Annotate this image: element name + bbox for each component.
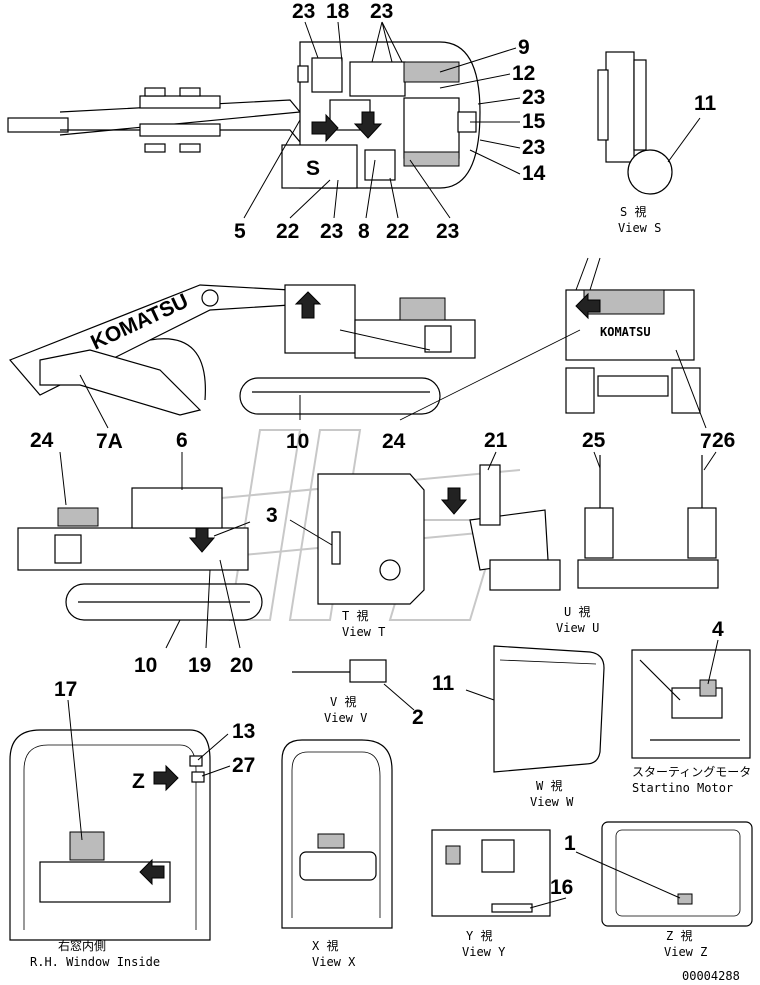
rh-window-en: R.H. Window Inside <box>30 955 160 969</box>
view-z-window: 1 Z 視 View Z <box>564 821 753 959</box>
callout-18: 18 <box>326 0 350 23</box>
rh-window-inside: Z 17 13 27 右窓内側 R.H. Window Inside <box>9 678 255 969</box>
callout-7a: 7A <box>96 430 123 453</box>
rear-view: KOMATSU 7 24 <box>382 257 712 453</box>
svg-text:S: S <box>306 157 320 180</box>
callout-14: 14 <box>522 162 546 185</box>
side-view-right: 24 6 10 19 20 <box>17 429 263 677</box>
view-z-jp: Z 視 <box>666 928 692 943</box>
callout-22: 22 <box>276 220 299 243</box>
callout-17: 17 <box>54 678 77 701</box>
top-plan-view: S <box>7 41 481 189</box>
callout-2: 2 <box>412 706 424 729</box>
arrow-right-icon <box>153 764 179 792</box>
arrow-down-icon <box>440 487 468 515</box>
callout-9: 9 <box>518 36 530 59</box>
callout-24: 24 <box>382 430 406 453</box>
callout-15: 15 <box>522 110 546 133</box>
callout-10: 10 <box>134 654 157 677</box>
view-w-jp: W 視 <box>536 778 562 793</box>
callout-27: 27 <box>232 754 255 777</box>
callout-25: 25 <box>582 429 606 452</box>
callout-26: 26 <box>712 429 735 452</box>
callout-3: 3 <box>266 504 278 527</box>
rear-brand-label: KOMATSU <box>600 325 651 339</box>
view-x-en: View X <box>312 955 356 969</box>
callout-5: 5 <box>234 220 246 243</box>
callout-11: 11 <box>694 92 717 115</box>
view-t-tank: 3 T 視 View T <box>266 473 425 639</box>
view-x-jp: X 視 <box>312 938 338 953</box>
drawing-id: 00004288 <box>682 969 740 983</box>
callout-13: 13 <box>232 720 255 743</box>
starting-motor-jp: スターティングモータ <box>632 765 751 779</box>
view-v-en: View V <box>324 711 367 725</box>
view-v-jp: V 視 <box>330 694 356 709</box>
z-view-marker: Z <box>132 770 145 793</box>
callout-7: 7 <box>700 430 712 453</box>
callout-21: 21 <box>484 429 508 452</box>
view-y-en: View Y <box>462 945 506 959</box>
callout-23: 23 <box>370 0 393 23</box>
callout-23: 23 <box>320 220 343 243</box>
arrow-right-icon <box>311 113 339 143</box>
view-t-en: View T <box>342 625 385 639</box>
view-t-jp: T 視 <box>342 608 368 623</box>
arrow-down-icon <box>353 111 383 139</box>
callout-16: 16 <box>550 876 573 899</box>
side-view-left: KOMATSU 7A 10 <box>8 284 476 453</box>
callout-20: 20 <box>230 654 253 677</box>
view-y-panel: 16 Y 視 View Y <box>431 829 573 959</box>
arrow-left-icon <box>139 858 165 886</box>
callout-19: 19 <box>188 654 211 677</box>
arrow-up-icon <box>294 291 322 319</box>
callout-1: 1 <box>564 832 576 855</box>
view-s-jp: S 視 <box>620 204 646 219</box>
callout-23: 23 <box>292 0 315 23</box>
callout-23: 23 <box>522 136 545 159</box>
view-x-door: X 視 View X <box>281 739 393 969</box>
view-u-seat: 21 25 26 U 視 View U <box>440 429 735 635</box>
view-s-valve: 11 S 視 View S <box>597 51 717 235</box>
callout-24: 24 <box>30 429 54 452</box>
view-s-en: View S <box>618 221 661 235</box>
view-w-en: View W <box>530 795 574 809</box>
starting-motor-en: Startino Motor <box>632 781 733 795</box>
arrow-down-icon <box>188 527 216 553</box>
rh-window-jp: 右窓内側 <box>58 938 106 953</box>
callout-11: 11 <box>432 672 455 695</box>
callout-12: 12 <box>512 62 535 85</box>
callout-6: 6 <box>176 429 188 452</box>
view-u-en: View U <box>556 621 599 635</box>
callout-22: 22 <box>386 220 409 243</box>
callout-23: 23 <box>522 86 545 109</box>
arrow-left-icon <box>575 292 601 320</box>
callout-4: 4 <box>712 618 724 641</box>
starting-motor-view: 4 スターティングモータ Startino Motor <box>631 618 751 795</box>
view-y-jp: Y 視 <box>466 928 492 943</box>
view-w-window: 11 W 視 View W <box>432 645 605 809</box>
top-view-callouts: 23 18 23 9 12 23 15 23 14 5 22 23 8 22 2… <box>234 0 546 243</box>
callout-10: 10 <box>286 430 309 453</box>
view-u-jp: U 視 <box>564 604 590 619</box>
callout-23: 23 <box>436 220 459 243</box>
view-z-en: View Z <box>664 945 707 959</box>
callout-8: 8 <box>358 220 370 243</box>
view-v-part: 2 V 視 View V <box>292 659 424 729</box>
